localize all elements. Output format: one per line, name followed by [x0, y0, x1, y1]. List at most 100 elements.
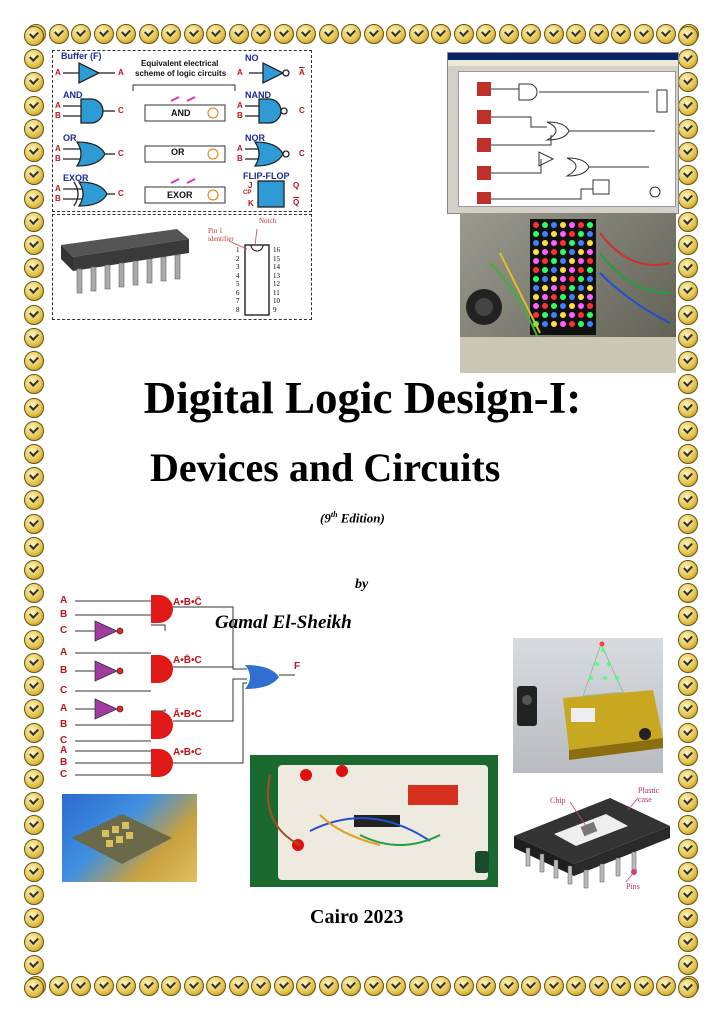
- border-coin-icon: [363, 976, 384, 996]
- border-coin-icon: [296, 976, 317, 996]
- border-coin-icon: [24, 304, 44, 325]
- border-coin-icon: [678, 769, 698, 789]
- edition-suffix: Edition): [337, 510, 385, 526]
- border-coin-icon: [453, 24, 474, 44]
- border-coin-icon: [251, 976, 272, 996]
- border-coin-icon: [678, 885, 698, 906]
- book-title-line1: Digital Logic Design-I:: [143, 373, 582, 423]
- led-dot: [578, 321, 584, 327]
- border-coin-icon: [678, 327, 698, 348]
- flipflop-label: FLIP-FLOP: [243, 171, 290, 181]
- border-coin-icon: [678, 234, 698, 255]
- led-dot: [569, 222, 575, 228]
- border-coin-icon: [678, 165, 698, 186]
- led-dot: [587, 222, 593, 228]
- border-coin-icon: [24, 443, 44, 464]
- led-dot: [533, 312, 539, 318]
- circuit-input-label: C: [60, 769, 68, 780]
- pin-a-no: A: [237, 68, 243, 77]
- border-coin-icon: [24, 211, 44, 232]
- border-left: [24, 26, 48, 998]
- border-coin-icon: [24, 699, 44, 720]
- led-dot: [587, 267, 593, 273]
- circuit-output-f: F: [294, 661, 301, 672]
- led-dot: [569, 285, 575, 291]
- border-coin-icon: [678, 26, 698, 46]
- pin-q: Q: [293, 181, 300, 190]
- border-coin-icon: [24, 931, 44, 952]
- led-dot: [542, 294, 548, 300]
- pin-number: 6: [236, 288, 240, 297]
- border-coin-icon: [633, 976, 654, 996]
- border-coin-icon: [24, 49, 44, 70]
- led-dot: [578, 258, 584, 264]
- led-dot: [560, 249, 566, 255]
- led-dot: [533, 258, 539, 264]
- border-coin-icon: [48, 24, 69, 44]
- led-dot: [533, 276, 539, 282]
- box-and-label: AND: [171, 108, 191, 118]
- edition-prefix: (9: [320, 510, 331, 526]
- led-dot: [578, 267, 584, 273]
- pin-b-and: B: [55, 111, 61, 120]
- border-coin-icon: [678, 118, 698, 139]
- led-dot: [542, 222, 548, 228]
- led-dot: [578, 240, 584, 246]
- heading-line2: scheme of logic circuits: [135, 69, 227, 78]
- border-coin-icon: [24, 327, 44, 348]
- border-coin-icon: [116, 24, 137, 44]
- border-coin-icon: [318, 976, 339, 996]
- border-top: [26, 24, 699, 48]
- border-coin-icon: [678, 745, 698, 766]
- led-dot: [587, 258, 593, 264]
- place-year: Cairo 2023: [310, 906, 404, 928]
- border-coin-icon: [566, 24, 587, 44]
- pin-a-buffer-out: A: [118, 68, 124, 77]
- border-coin-icon: [24, 722, 44, 743]
- border-coin-icon: [24, 629, 44, 650]
- ic-cutaway-diagram: Chip Plastic case Pins: [510, 782, 682, 897]
- led-dot: [551, 231, 557, 237]
- border-coin-icon: [116, 976, 137, 996]
- led-dot: [569, 258, 575, 264]
- border-coin-icon: [566, 976, 587, 996]
- border-coin-icon: [678, 281, 698, 302]
- border-coin-icon: [24, 560, 44, 581]
- border-coin-icon: [678, 815, 698, 836]
- border-coin-icon: [161, 24, 182, 44]
- border-coin-icon: [24, 815, 44, 836]
- border-coin-icon: [521, 976, 542, 996]
- pin-number: 4: [236, 271, 240, 280]
- pin-a-nand: A: [237, 101, 243, 110]
- border-coin-icon: [138, 976, 159, 996]
- led-dot: [533, 285, 539, 291]
- border-coin-icon: [24, 513, 44, 534]
- border-coin-icon: [678, 722, 698, 743]
- led-dot: [551, 321, 557, 327]
- led-dot: [569, 321, 575, 327]
- border-coin-icon: [24, 490, 44, 511]
- pin-number: 9: [273, 305, 277, 314]
- border-coin-icon: [386, 24, 407, 44]
- border-coin-icon: [24, 745, 44, 766]
- border-bottom: [26, 976, 699, 1000]
- border-coin-icon: [273, 976, 294, 996]
- border-coin-icon: [678, 513, 698, 534]
- border-coin-icon: [678, 351, 698, 372]
- pin-a-and: A: [55, 101, 61, 110]
- led-dot: [533, 222, 539, 228]
- border-coin-icon: [678, 304, 698, 325]
- border-coin-icon: [48, 976, 69, 996]
- led-dot: [560, 294, 566, 300]
- border-coin-icon: [24, 374, 44, 395]
- pin-number: 12: [273, 280, 280, 288]
- led-dot: [551, 222, 557, 228]
- and-label: AND: [63, 90, 83, 100]
- border-coin-icon: [678, 443, 698, 464]
- border-coin-icon: [93, 976, 114, 996]
- border-coin-icon: [24, 606, 44, 627]
- led-dot: [542, 258, 548, 264]
